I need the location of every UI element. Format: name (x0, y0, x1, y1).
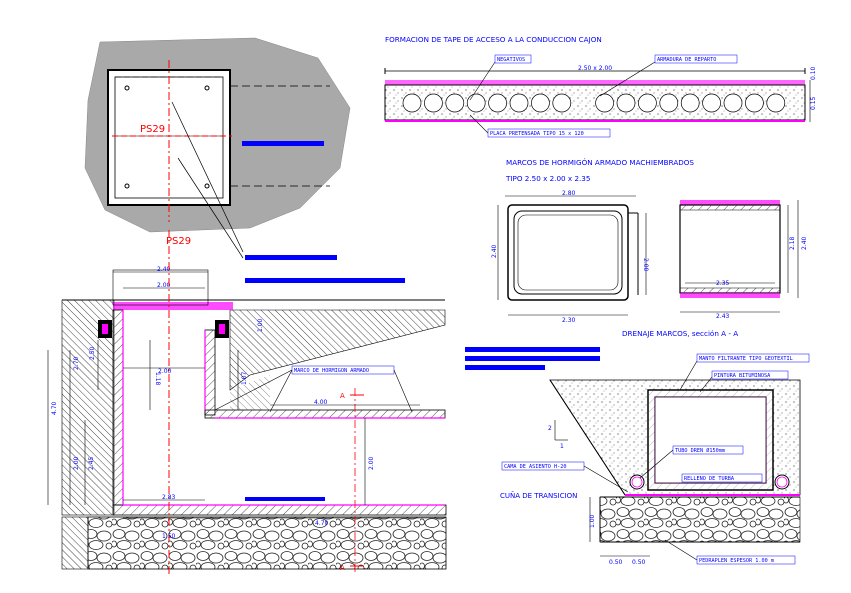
section-a-bottom: A (340, 564, 345, 572)
m2-right2-dim: 2.40 (801, 236, 808, 250)
callout-bar-1 (245, 255, 337, 260)
tape-title: FORMACION DE TAPE DE ACCESO A LA CONDUCC… (385, 35, 602, 44)
slab-core (466, 93, 486, 113)
s-b1-dim: 0.50 (609, 559, 623, 566)
s-ratio2: 1 (560, 443, 564, 450)
e-left1-dim: 4.70 (51, 401, 58, 415)
tipo-title: TIPO 2.50 x 2.00 x 2.35 (505, 174, 590, 183)
slab-core (723, 93, 743, 113)
e-left2-dim: 2.70 (73, 356, 80, 370)
slab-core (745, 93, 764, 113)
slab-core (509, 93, 529, 113)
m1-bottom-dim: 2.30 (562, 317, 576, 324)
slab-core (766, 93, 786, 113)
e-left3-dim: 2.00 (73, 456, 80, 470)
e-left4-dim: 2.45 (88, 456, 95, 470)
e-bot3-dim: 1.50 (162, 533, 176, 540)
tubo-label: TUBO DREN Ø150mm (675, 447, 725, 454)
drenaje-section: DRENAJE MARCOS, sección A - A 1.00 0.50 … (465, 329, 810, 566)
m2-bottom1-dim: 2.35 (716, 280, 730, 287)
slab-core (616, 93, 636, 113)
e-left5-dim: 2.50 (89, 346, 96, 360)
m1-right-dim: 2.00 (642, 258, 649, 272)
marco-side-view: 2.35 2.43 2.18 2.40 (679, 200, 808, 320)
m2-right1-dim: 2.18 (789, 236, 796, 250)
marco-hormigon-label: MARCO DE HORMIGON ARMADO (294, 368, 369, 374)
slab-core (424, 93, 443, 113)
s-b2-dim: 0.50 (632, 559, 646, 566)
slab-core (638, 93, 657, 113)
tape-section: FORMACION DE TAPE DE ACCESO A LA CONDUCC… (384, 35, 817, 138)
m2-bottom2-dim: 2.43 (716, 313, 730, 320)
e-chan-dim: 4.00 (314, 399, 328, 406)
e-slope-dim: 1.00 (257, 318, 264, 332)
tape-h2-dim: 0.15 (810, 96, 817, 110)
slab-core (445, 93, 465, 113)
ps29-elev-label: PS29 (166, 236, 191, 247)
s-ratio1: 2 (548, 425, 552, 432)
drenaje-callout-bar-2 (465, 356, 600, 361)
elevation-callout-bar (245, 497, 325, 501)
callout-bar-2 (245, 278, 405, 283)
elevation-section: 2.40 2.00 A A 4.70 2.70 2.00 2.45 2.50 2… (47, 230, 447, 575)
negativos-label: NEGATIVOS (497, 57, 525, 63)
manto-label: MANTO FILTRANTE TIPO GEOTEXTIL (699, 356, 793, 362)
plan-callout-bar (242, 141, 324, 146)
cama-label: CAMA DE ASIENTO H-20 (504, 464, 566, 470)
m1-left-dim: 2.40 (491, 244, 498, 258)
marcos-title: MARCOS DE HORMIGÓN ARMADO MACHIEMBRADOS (506, 158, 694, 167)
e-bot2-dim: 4.70 (315, 520, 329, 527)
slab-core (531, 93, 550, 113)
slab-core (488, 93, 507, 113)
e-inner3-dim: 1.07 (241, 371, 248, 385)
pintura-label: PINTURA BITUMINOSA (714, 373, 771, 379)
cuna-title: CUÑA DE TRANSICION (500, 491, 577, 500)
e-top1-dim: 2.40 (157, 266, 171, 273)
pedraplen-label: PEDRAPLEN ESPESOR 1.00 m (699, 558, 774, 564)
relleno-label: RELLENO DE TURBA (684, 476, 735, 482)
section-a-top: A (340, 392, 345, 400)
e-top2-dim: 2.00 (157, 282, 171, 289)
s-h-dim: 1.00 (589, 514, 596, 528)
armadura-label: ARMADURA DE REPARTO (657, 57, 716, 63)
e-inner2-dim: 1.18 (154, 372, 161, 386)
e-bot1-dim: 2.83 (162, 494, 176, 501)
marco-front-view: 2.80 2.30 2.40 2.00 (491, 190, 649, 324)
slab-core (402, 93, 422, 113)
drenaje-callout-bar-3 (465, 365, 545, 370)
slab-core (702, 93, 721, 113)
slab-core (680, 93, 700, 113)
plan-view: PS29 (84, 37, 351, 259)
m1-top-dim: 2.80 (562, 190, 576, 197)
slab-core (659, 93, 679, 113)
e-right-h-dim: 2.00 (368, 456, 375, 470)
slab-core (595, 93, 614, 113)
slab-core (552, 93, 572, 113)
tape-width-dim: 2.50 x 2.00 (578, 65, 612, 72)
e-inner1-dim: 2.00 (158, 368, 172, 375)
drenaje-title: DRENAJE MARCOS, sección A - A (622, 329, 738, 338)
placa-label: PLACA PRETENSADA TIPO 15 x 120 (490, 131, 584, 137)
ps29-plan-label: PS29 (140, 124, 165, 135)
drenaje-callout-bar-1 (465, 347, 600, 352)
tape-h1-dim: 0.10 (810, 66, 817, 80)
